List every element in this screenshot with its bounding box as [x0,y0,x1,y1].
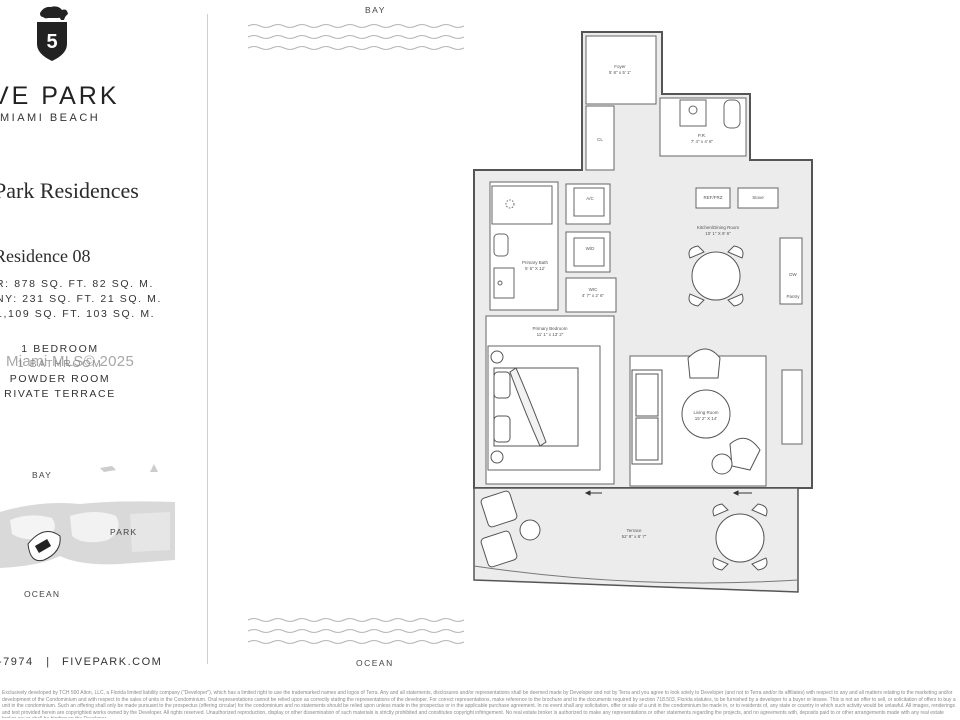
feature-bathroom: 1 BATHROOM [17,358,103,370]
label-wd: W/D [585,246,595,251]
wic-closet [565,277,617,313]
contact-phone-text: -7974 [0,656,34,668]
mls-watermark: Miami MLS© 2025 [6,353,135,370]
contact-website[interactable]: FIVEPARK.COM [62,656,163,668]
label-closet: CL [597,137,603,142]
cl-closet [585,105,615,171]
site-map-park-label: PARK [110,527,138,537]
brand-logo: 5 [34,4,70,62]
brand-location: MIAMI BEACH [0,112,101,124]
unit-title: Residence 08 [0,246,91,266]
terrace-furniture [480,490,768,571]
svg-text:5: 5 [46,31,57,53]
living-furniture [631,348,761,475]
label-ac: A/C [586,196,594,201]
label-pantry: Pantry [786,294,800,299]
contact-separator: | [46,656,51,668]
ocean-waves [247,618,465,644]
area-interior: R: 878 SQ. FT. 82 SQ. M. [0,278,155,290]
plan-orientation-ocean: OCEAN [356,658,394,668]
plan-orientation-bay: BAY [365,5,386,15]
label-refrigerator: REF/FRZ [703,195,723,200]
site-map: BAY PARK OCEAN [0,460,200,610]
foyer-room [585,35,657,105]
panel-divider [207,14,208,664]
brand-name: VE PARK [0,82,120,110]
label-powder-room: P.R.7' 4" x 4' 8" [690,133,714,144]
area-total: 1,109 SQ. FT. 103 SQ. M. [0,308,156,320]
area-terrace: NY: 231 SQ. FT. 21 SQ. M. [0,293,163,305]
bed [490,350,579,464]
dining-set [688,245,744,307]
elephant-shield-icon: 5 [37,6,68,61]
feature-powder: POWDER ROOM [9,373,111,385]
contact-phone: -7974 | [0,656,51,668]
label-dishwasher: DW [789,272,797,277]
site-map-ocean-label: OCEAN [24,589,61,599]
bay-waves [247,24,465,50]
feature-terrace: RIVATE TERRACE [4,388,116,400]
site-map-bay-label: BAY [32,470,52,480]
collection-title: Park Residences [0,178,139,203]
label-stove: Stove [752,195,764,200]
legal-disclaimer: Exclusively developed by TCH 500 Alton, … [2,690,956,718]
feature-bedroom: 1 BEDROOM [21,343,99,355]
site-map-graphic [0,464,175,568]
